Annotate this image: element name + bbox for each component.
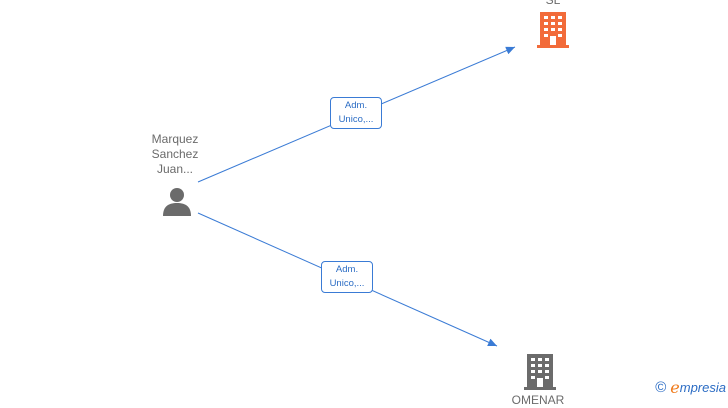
relation-role-detail: Unico,... [329,278,365,289]
brand-name: mpresia [679,380,726,395]
relation-role: Adm. [344,100,368,111]
brand-initial: e [670,378,680,397]
company-label-omenar: OMENAR [511,393,565,407]
building-icon[interactable] [537,12,569,48]
relation-label-2[interactable]: Adm. Unico,... [321,261,373,293]
relation-label-1[interactable]: Adm. Unico,... [330,97,382,129]
person-icon[interactable] [162,187,192,217]
person-name-line-1: Marquez [151,132,199,146]
relation-role-detail: Unico,... [338,114,374,125]
company-label-sl: SL [545,0,561,7]
building-icon[interactable] [524,354,556,390]
empresia-watermark: © e mpresia [655,378,726,397]
person-name: Marquez Sanchez Juan... [130,132,220,177]
person-name-line-2: Sanchez [151,147,199,161]
relation-role: Adm. [335,264,359,275]
person-name-line-3: Juan... [156,162,194,176]
copyright-symbol: © [655,379,667,396]
